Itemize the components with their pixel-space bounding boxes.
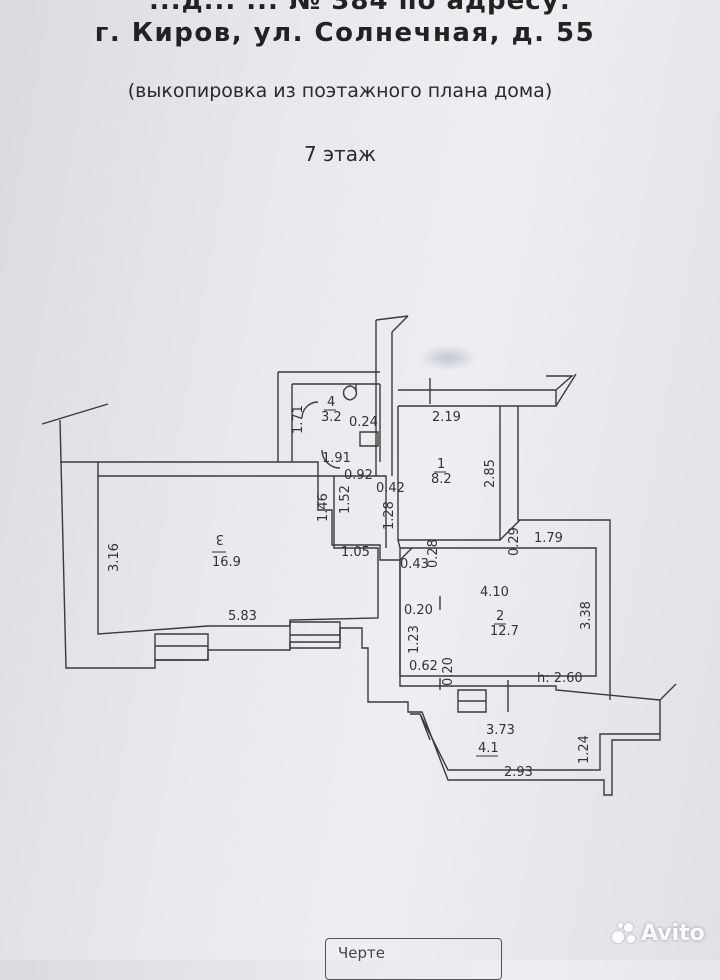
dim-1-91: 1.91 [322, 451, 351, 466]
dim-3-38: 3.38 [579, 601, 594, 630]
floor-label: 7 этаж [304, 142, 376, 166]
room-3-number: 3 [216, 531, 224, 546]
shaft-walls [375, 315, 409, 476]
dim-1-05: 1.05 [341, 545, 370, 560]
address-line: г. Киров, ул. Солнечная, д. 55 [94, 18, 596, 48]
partition-wall [98, 461, 387, 548]
balcony-walls [410, 713, 660, 771]
room-3-area: 16.9 [212, 555, 241, 570]
ceiling-height: h: 2.60 [537, 671, 583, 686]
dim-0-43: 0.43 [400, 557, 429, 572]
dim-1-28: 1.28 [382, 501, 397, 530]
dim-1-46: 1.46 [316, 493, 331, 522]
avito-logo-icon [612, 921, 638, 945]
dim-4-10: 4.10 [480, 585, 509, 600]
dim-5-83: 5.83 [228, 609, 257, 624]
room-2-area: 12.7 [490, 624, 519, 639]
dimension-ticks [355, 378, 509, 712]
document-heading-line: ...д... ... № 384 по адресу: [148, 0, 572, 16]
window-room-2 [457, 689, 487, 713]
door-room-2 [399, 547, 413, 561]
dim-1-71: 1.71 [291, 405, 306, 434]
title-block-text: Черте [338, 944, 385, 962]
plan-subtitle: (выкопировка из поэтажного плана дома) [127, 80, 553, 102]
window-room-3b [289, 621, 341, 649]
floor-plan: 1.71 4 3.2 0.24 2.19 1.91 0.92 1 8.2 2.8… [41, 315, 677, 796]
dim-0-24: 0.24 [349, 415, 378, 430]
room-1-walls [397, 373, 611, 700]
room-4-number: 4 [327, 395, 335, 410]
room-4-walls [277, 371, 381, 462]
room-1-area: 8.2 [431, 472, 452, 487]
room-3-walls [97, 476, 379, 635]
dim-1-52: 1.52 [338, 485, 353, 514]
dim-1-24: 1.24 [577, 735, 592, 764]
dim-0-20-b: 0.20 [441, 657, 456, 686]
dim-0-42: 0.42 [376, 481, 405, 496]
dim-0-62: 0.62 [409, 659, 438, 674]
sink-fixture [359, 431, 379, 447]
smudge-mark [418, 345, 478, 371]
dim-0-28: 0.28 [426, 539, 441, 568]
door-swing-bathroom [301, 401, 319, 419]
dim-2-93: 2.93 [504, 765, 533, 780]
room-4-area: 3.2 [321, 410, 342, 425]
dim-3-16: 3.16 [107, 543, 122, 572]
door-swing-corridor [321, 449, 341, 469]
avito-watermark: Avito [612, 918, 705, 948]
room-2-walls [397, 519, 597, 677]
dim-0-20-a: 0.20 [404, 603, 433, 618]
dim-3-73: 3.73 [486, 723, 515, 738]
dim-2-19: 2.19 [432, 410, 461, 425]
room-2-number: 2 [496, 609, 504, 624]
dim-0-92: 0.92 [344, 468, 373, 483]
avito-brand-text: Avito [641, 920, 705, 946]
dim-1-23: 1.23 [407, 625, 422, 654]
dim-0-29: 0.29 [507, 527, 522, 556]
dim-2-85: 2.85 [483, 459, 498, 488]
room-4-1-number: 4.1 [478, 741, 499, 756]
toilet-fixture [342, 385, 358, 401]
room-1-number: 1 [437, 457, 445, 472]
dim-1-79: 1.79 [534, 531, 563, 546]
window-room-3a [154, 633, 209, 661]
